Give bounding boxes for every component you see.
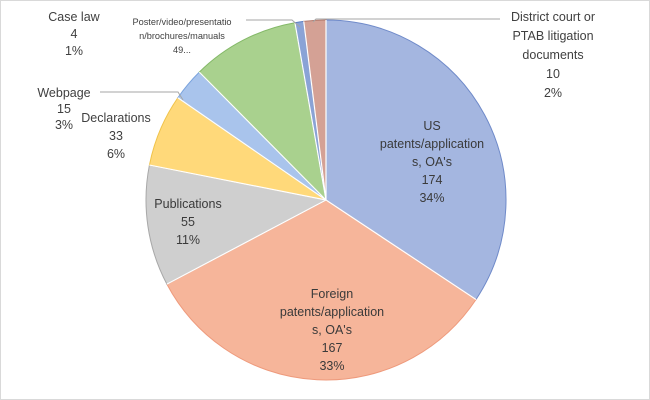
pie-slice-publications: [145, 164, 328, 285]
leader-line-poster: [246, 19, 301, 28]
slice-separator: [303, 21, 327, 201]
slice-separator: [198, 71, 327, 201]
slice-separator: [294, 22, 327, 201]
slice-separator: [325, 199, 477, 300]
leader-line-district-court: [312, 18, 500, 23]
pie-slice-poster: [198, 22, 327, 202]
slice-separator: [166, 199, 327, 285]
leader-line-webpage: [100, 91, 184, 101]
pie-slice-foreign: [166, 199, 477, 381]
slice-separator: [149, 164, 327, 201]
pie-slices: [145, 19, 507, 381]
slice-separator: [177, 97, 327, 201]
